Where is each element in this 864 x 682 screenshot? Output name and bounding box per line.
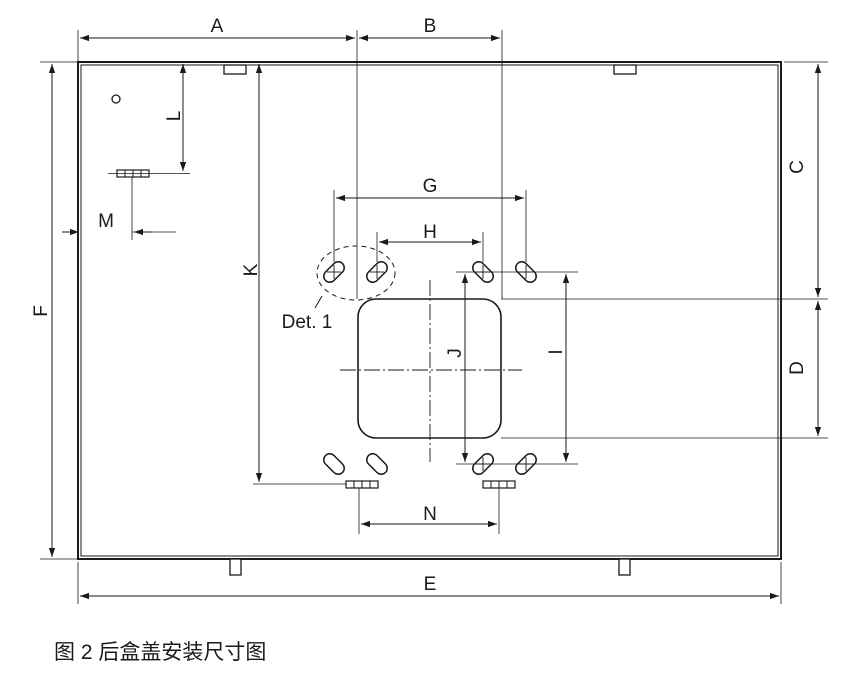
dim-label-b: B: [424, 16, 437, 37]
bracket-bottom-right: [482, 480, 516, 489]
dim-label-i: I: [546, 349, 567, 354]
dim-label-h: H: [423, 222, 437, 243]
detail-leader: [314, 295, 323, 309]
dim-label-l: L: [164, 111, 185, 122]
dim-label-a: A: [211, 16, 224, 37]
dim-label-g: G: [423, 176, 438, 197]
dim-label-k: K: [241, 263, 262, 276]
detail-label: Det. 1: [282, 312, 333, 333]
dim-label-n: N: [423, 504, 437, 525]
panel-outline: [77, 61, 782, 560]
dimension-lines: [48, 34, 822, 600]
slot-hole: [366, 261, 388, 283]
central-cutout: [357, 298, 502, 439]
edge-tabs: [223, 64, 637, 576]
extension-lines: [40, 30, 828, 604]
dim-label-c: C: [787, 160, 808, 174]
hinge-bracket-left: [108, 169, 190, 178]
slot-hole: [515, 261, 537, 283]
dimension-labels: A B G H E N M C D F K L J I Det. 1: [31, 16, 808, 595]
hole: [111, 94, 121, 104]
centerlines: [340, 280, 522, 462]
dim-label-d: D: [787, 361, 808, 375]
slot-hole: [515, 453, 537, 475]
bracket-bottom-left: [345, 480, 379, 489]
detail-circle: [316, 245, 396, 301]
slot-hole: [472, 453, 494, 475]
dim-label-f: F: [31, 305, 52, 317]
dim-label-e: E: [424, 574, 437, 595]
dim-label-m: M: [98, 211, 114, 232]
slot-hole: [323, 261, 345, 283]
figure-caption: 图 2 后盒盖安装尺寸图: [54, 641, 267, 664]
dim-label-j: J: [445, 348, 466, 358]
slot-hole: [323, 453, 345, 475]
slot-hole: [366, 453, 388, 475]
